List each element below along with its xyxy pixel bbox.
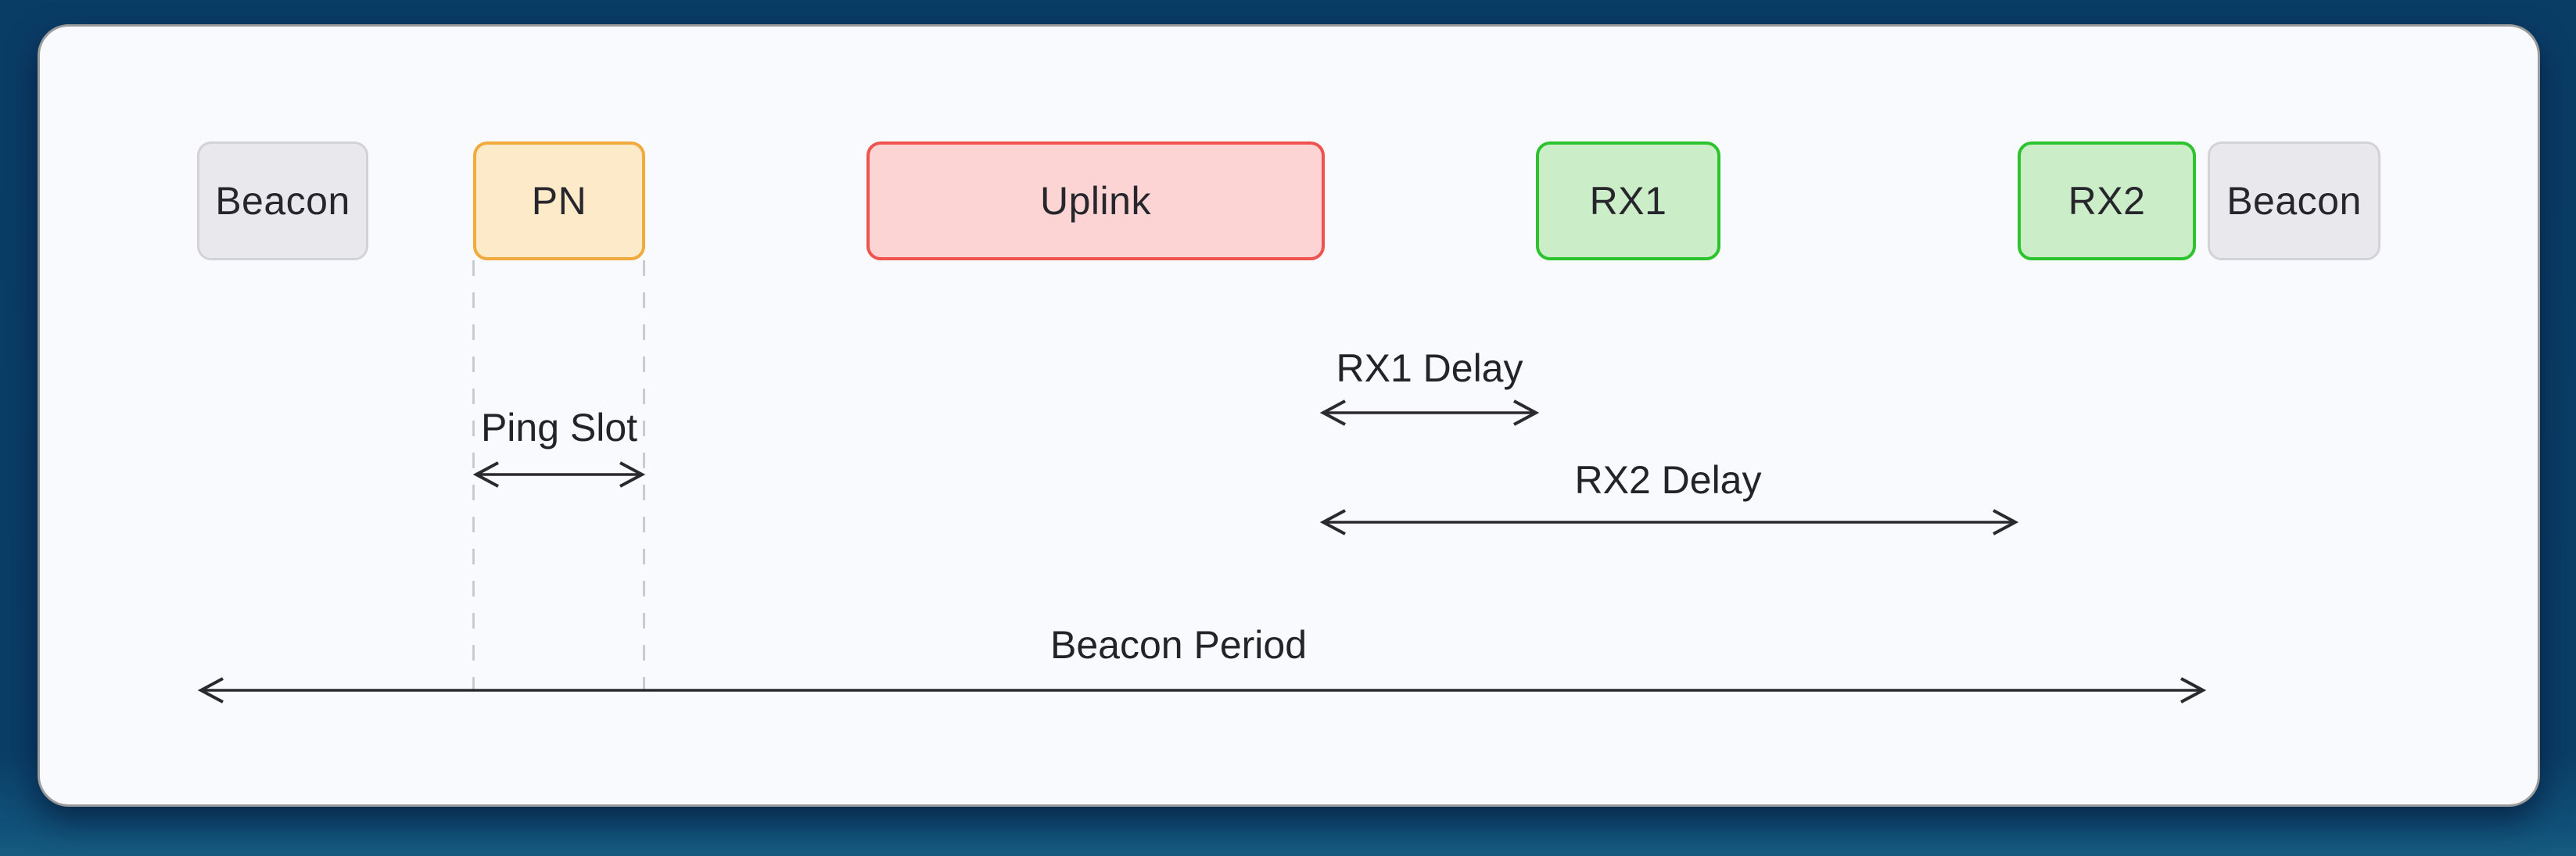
ping-slot-guide-right bbox=[643, 260, 645, 690]
node-rx1: RX1 bbox=[1536, 141, 1720, 260]
node-uplink: Uplink bbox=[866, 141, 1325, 260]
node-beacon-end: Beacon bbox=[2208, 141, 2380, 260]
node-rx2: RX2 bbox=[2018, 141, 2196, 260]
node-beacon-start: Beacon bbox=[197, 141, 368, 260]
rx2-delay-label: RX2 Delay bbox=[1574, 458, 1762, 502]
node-pn: PN bbox=[473, 141, 645, 260]
beacon-period-label: Beacon Period bbox=[1049, 623, 1308, 667]
rx1-delay-label: RX1 Delay bbox=[1336, 346, 1523, 390]
ping-slot-label: Ping Slot bbox=[480, 406, 638, 449]
ping-slot-guide-left bbox=[472, 260, 475, 690]
